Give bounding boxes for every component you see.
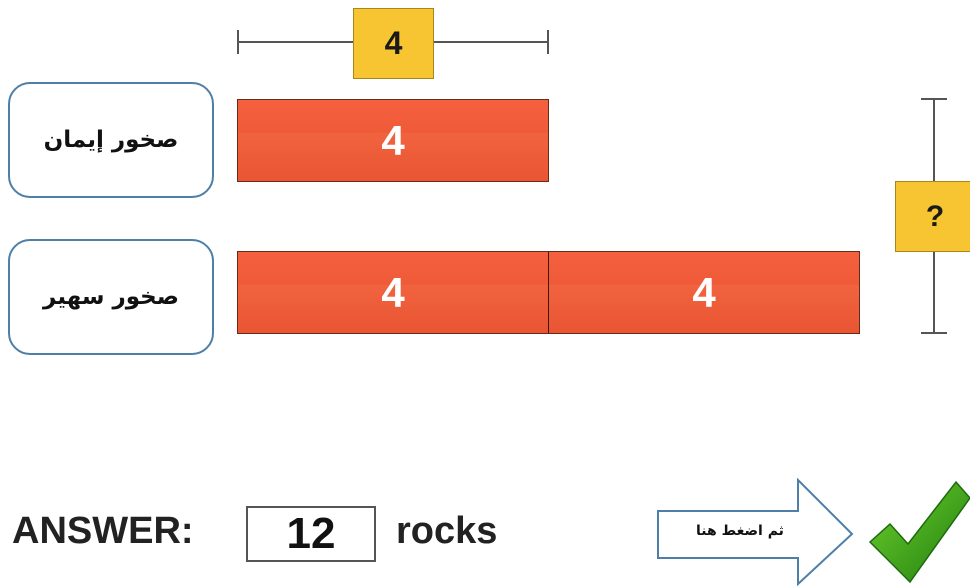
bar-segment: 4 [238, 252, 548, 333]
top-measure-value-box: 4 [353, 8, 434, 79]
bar-suhair: 4 4 [237, 251, 860, 334]
bar-segment: 4 [548, 252, 859, 333]
answer-label: ANSWER: [12, 510, 194, 552]
checkmark-icon[interactable] [868, 478, 970, 586]
row-label-iman: صخور إيمان [8, 82, 214, 198]
right-arrow-icon [657, 478, 854, 586]
top-measure-right-tick [547, 30, 549, 54]
row-label-suhair: صخور سهير [8, 239, 214, 355]
side-measure-value: ? [925, 199, 945, 233]
bar-segment-value: 4 [381, 116, 405, 164]
answer-value: 12 [286, 509, 336, 558]
bar-segment-value: 4 [692, 268, 716, 316]
bar-iman: 4 [237, 99, 549, 182]
side-measure-bottom-tick [921, 332, 947, 334]
top-measure-value: 4 [384, 25, 403, 61]
row-label-text: صخور إيمان [43, 127, 179, 153]
bar-segment-value: 4 [381, 268, 405, 316]
side-measure-value-box: ? [895, 181, 970, 252]
arrow-instruction: ثم اضغط هنا [696, 523, 784, 539]
top-measure-left-tick [237, 30, 239, 54]
row-label-text: صخور سهير [43, 284, 179, 310]
answer-unit: rocks [396, 510, 498, 552]
bar-segment: 4 [238, 100, 548, 181]
answer-input[interactable]: 12 [246, 506, 376, 562]
side-measure-top-tick [921, 98, 947, 100]
